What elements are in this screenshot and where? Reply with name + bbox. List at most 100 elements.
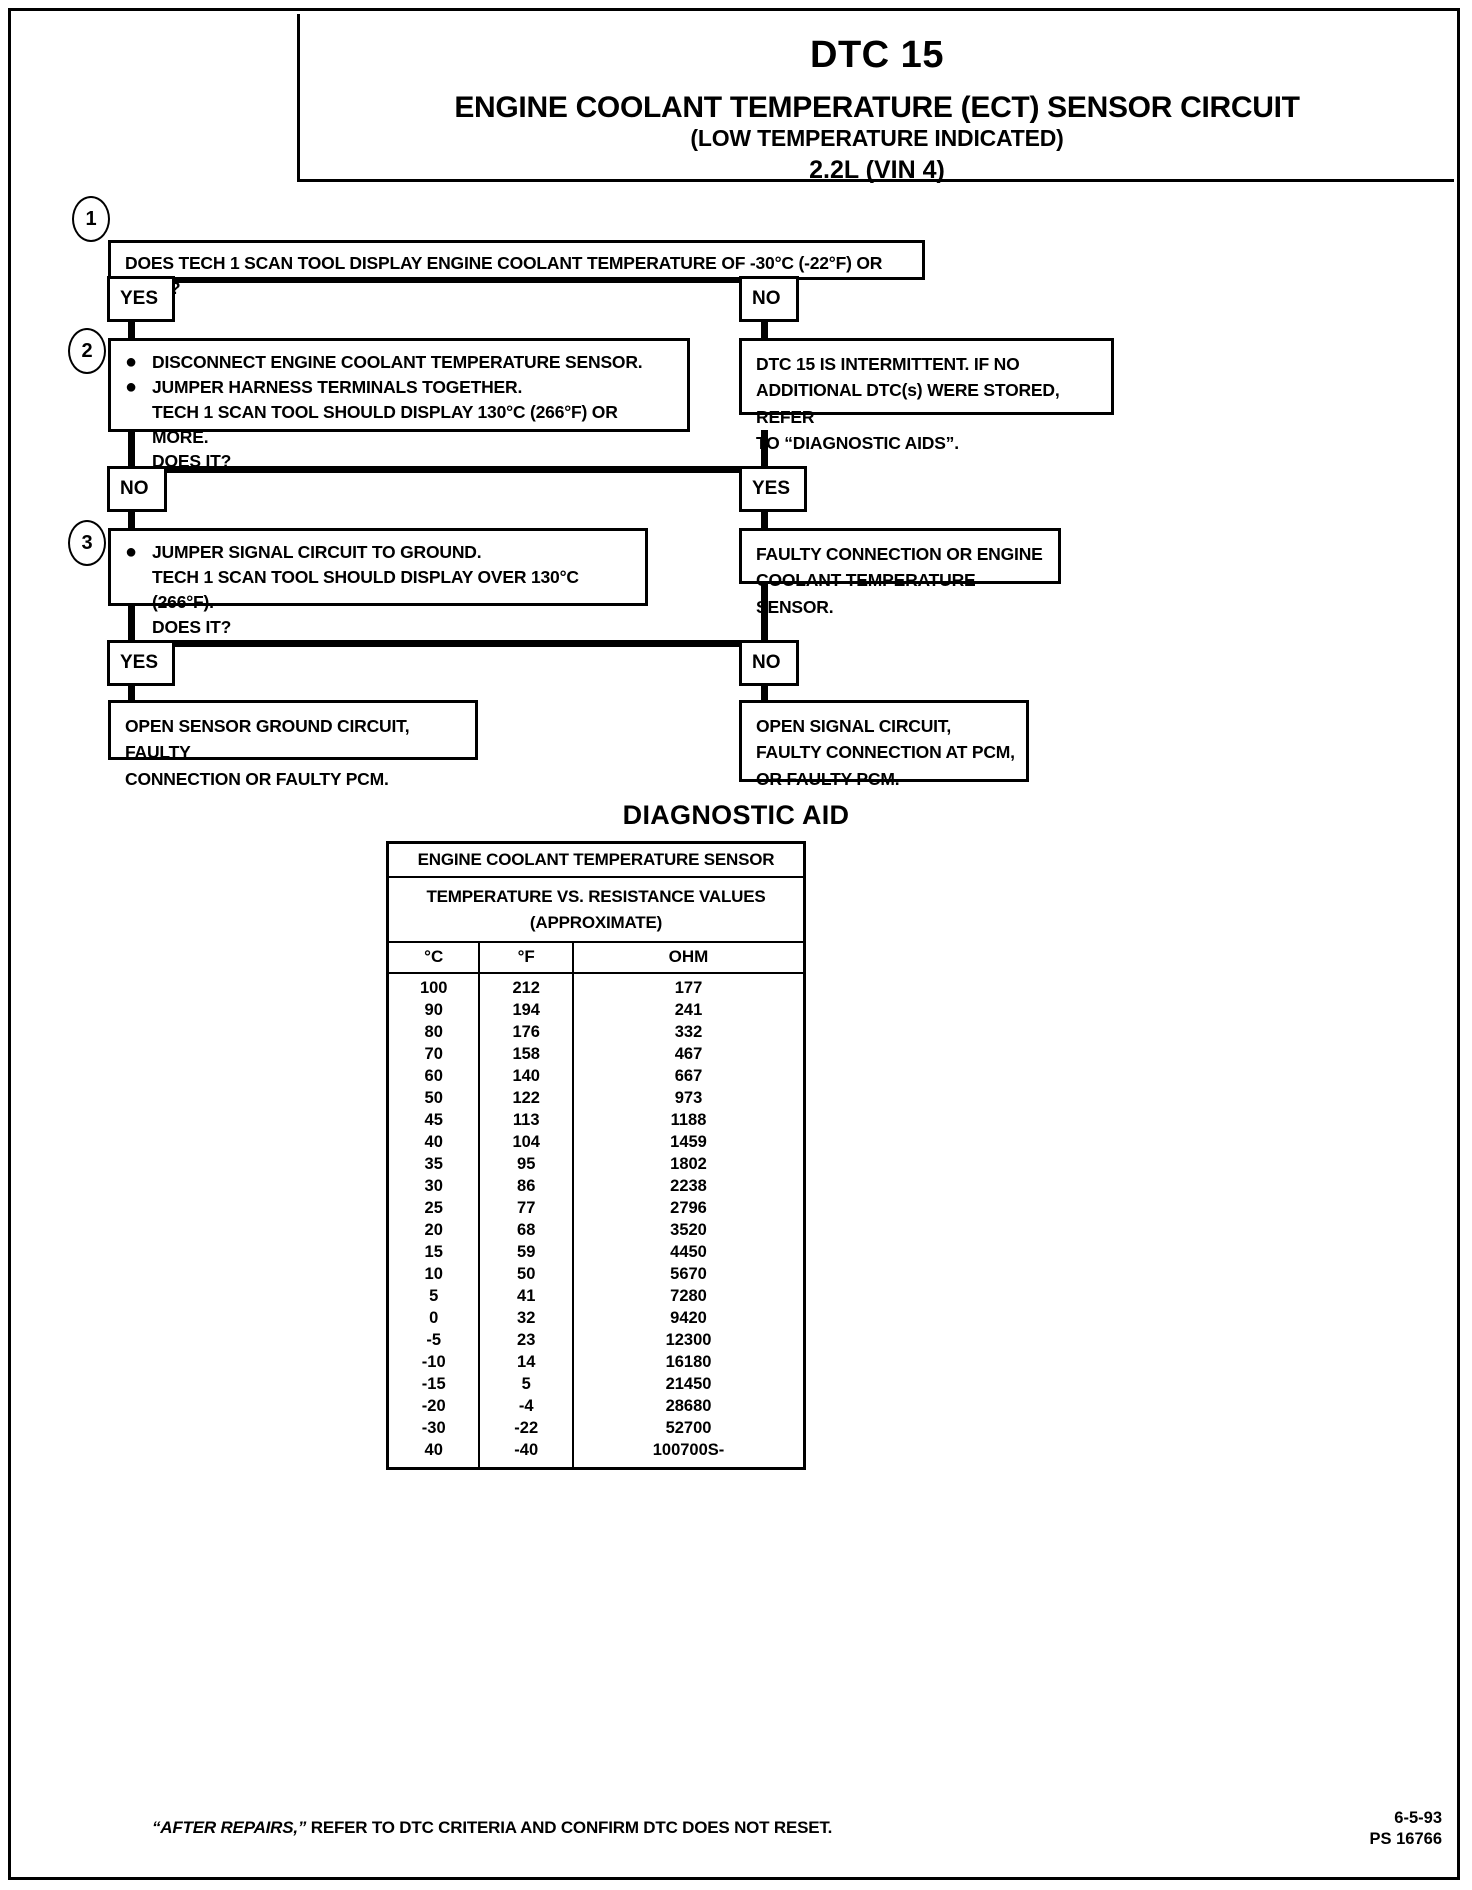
step-3-bullet-1-row: ● JUMPER SIGNAL CIRCUIT TO GROUND. xyxy=(125,540,635,565)
cell-celsius: 20 xyxy=(389,1219,481,1242)
cell-celsius: 30 xyxy=(389,1175,481,1198)
yes-text: YES xyxy=(120,288,159,309)
step-1-no-label: NO xyxy=(739,276,799,322)
cell-fahrenheit: 95 xyxy=(479,1153,575,1176)
diagnostic-aid-table: ENGINE COOLANT TEMPERATURE SENSOR TEMPER… xyxy=(386,841,806,1470)
cell-fahrenheit: 41 xyxy=(479,1285,575,1308)
document-date: 6-5-93 xyxy=(1394,1809,1442,1827)
cell-ohm: 2238 xyxy=(670,1176,707,1195)
cell-celsius: 45 xyxy=(389,1109,481,1132)
intermittent-result-box: DTC 15 IS INTERMITTENT. IF NO ADDITIONAL… xyxy=(739,338,1114,453)
cell-fahrenheit: 104 xyxy=(479,1131,575,1154)
step-1-box: DOES TECH 1 SCAN TOOL DISPLAY ENGINE COO… xyxy=(108,240,925,298)
no-text: NO xyxy=(752,652,781,673)
cell-ohm: 9420 xyxy=(670,1308,707,1327)
cell-ohm: 1188 xyxy=(670,1110,707,1129)
document-code: 6-5-93 PS 16766 xyxy=(1370,1808,1442,1849)
step-2-bullet-2: JUMPER HARNESS TERMINALS TOGETHER. xyxy=(152,376,523,397)
table-row: -30-22 52700 xyxy=(389,1417,803,1440)
circuit-subtitle: (LOW TEMPERATURE INDICATED) xyxy=(690,125,1064,152)
step-2-line-4: DOES IT? xyxy=(152,451,232,472)
cell-fahrenheit: -4 xyxy=(479,1395,575,1418)
after-repairs-rest: REFER TO DTC CRITERIA AND CONFIRM DTC DO… xyxy=(306,1818,833,1837)
cell-fahrenheit: 50 xyxy=(479,1263,575,1286)
connector-step2-down-right xyxy=(761,430,768,472)
cell-celsius: 80 xyxy=(389,1021,481,1044)
cell-fahrenheit: -22 xyxy=(479,1417,575,1440)
bullet-icon: ● xyxy=(125,351,137,373)
connector-step2-horizontal xyxy=(128,466,768,473)
cell-celsius: -30 xyxy=(389,1417,481,1440)
cell-ohm: 52700 xyxy=(665,1418,712,1437)
connector-no1-to-intermittent xyxy=(761,318,768,340)
table-header-row: °C °F OHM xyxy=(389,942,803,974)
faulty-connection-line-1: FAULTY CONNECTION OR ENGINE xyxy=(756,544,1043,564)
cell-ohm: 177 xyxy=(674,978,703,997)
faulty-connection-line-2: COOLANT TEMPERATURE SENSOR. xyxy=(756,570,976,617)
open-signal-line-3: OR FAULTY PCM. xyxy=(756,768,900,789)
cell-ohm: 16180 xyxy=(665,1352,712,1371)
table-title: ENGINE COOLANT TEMPERATURE SENSOR xyxy=(389,844,803,878)
cell-fahrenheit: 113 xyxy=(479,1109,575,1132)
connector-yes3-to-open-ground xyxy=(128,682,135,702)
open-signal-line-1: OPEN SIGNAL CIRCUIT, xyxy=(756,716,952,736)
cell-celsius: -20 xyxy=(389,1395,481,1418)
step-1-yes-label: YES xyxy=(107,276,175,322)
cell-celsius: 5 xyxy=(389,1285,481,1308)
cell-celsius: 15 xyxy=(389,1241,481,1264)
step-number-3: 3 xyxy=(68,520,106,566)
cell-ohm: 241 xyxy=(674,1000,703,1019)
cell-fahrenheit: 212 xyxy=(479,972,575,1000)
cell-ohm: 973 xyxy=(674,1088,703,1107)
cell-fahrenheit: 140 xyxy=(479,1065,575,1088)
bullet-icon: ● xyxy=(125,375,137,398)
cell-fahrenheit: 194 xyxy=(479,999,575,1022)
connector-yes1-to-step2 xyxy=(128,318,135,340)
cell-ohm: 332 xyxy=(674,1022,703,1041)
cell-fahrenheit: 5 xyxy=(479,1373,575,1396)
cell-celsius: 70 xyxy=(389,1043,481,1066)
cell-celsius: -5 xyxy=(389,1329,481,1352)
cell-fahrenheit: 32 xyxy=(479,1307,575,1330)
step-number-1: 1 xyxy=(72,196,110,242)
table-subtitle: TEMPERATURE VS. RESISTANCE VALUES (APPRO… xyxy=(389,878,803,943)
connector-step2-down-left xyxy=(128,430,135,470)
step-3-bullet-1: JUMPER SIGNAL CIRCUIT TO GROUND. xyxy=(152,542,482,562)
step-2-yes-label: YES xyxy=(739,466,807,512)
cell-ohm: 4450 xyxy=(670,1242,707,1261)
cell-fahrenheit: 86 xyxy=(479,1175,575,1198)
cell-ohm: 21450 xyxy=(665,1374,712,1393)
cell-celsius: 0 xyxy=(389,1307,481,1330)
document-number: PS 16766 xyxy=(1369,1829,1442,1848)
step-3-no-label: NO xyxy=(739,640,799,686)
step-3-line-3: DOES IT? xyxy=(152,616,232,637)
faulty-connection-result-box: FAULTY CONNECTION OR ENGINE COOLANT TEMP… xyxy=(739,528,1061,617)
open-ground-line-1: OPEN SENSOR GROUND CIRCUIT, FAULTY xyxy=(125,716,410,763)
diagnostic-aid-heading: DIAGNOSTIC AID xyxy=(622,800,850,830)
cell-celsius: 90 xyxy=(389,999,481,1022)
page-border xyxy=(8,8,1460,1880)
column-header-fahrenheit: °F xyxy=(479,942,575,974)
column-header-celsius: °C xyxy=(389,942,481,974)
cell-fahrenheit: 77 xyxy=(479,1197,575,1220)
step-3-line-2: TECH 1 SCAN TOOL SHOULD DISPLAY OVER 130… xyxy=(152,566,579,612)
open-signal-result-box: OPEN SIGNAL CIRCUIT, FAULTY CONNECTION A… xyxy=(739,700,1029,789)
cell-ohm: 1459 xyxy=(670,1132,707,1151)
cell-celsius: 40 xyxy=(389,1131,481,1154)
cell-celsius: -10 xyxy=(389,1351,481,1374)
cell-celsius: 100 xyxy=(389,972,481,1000)
